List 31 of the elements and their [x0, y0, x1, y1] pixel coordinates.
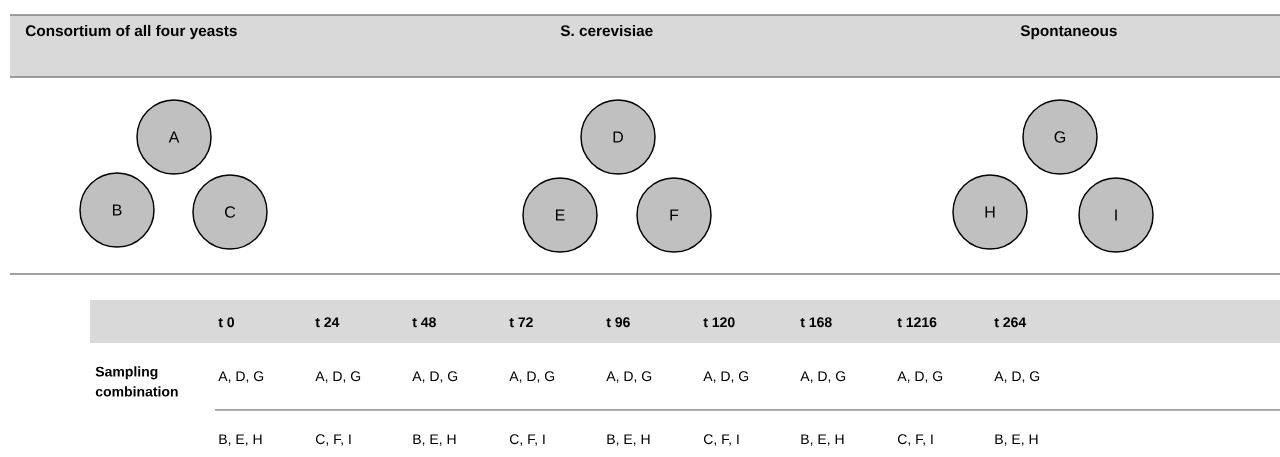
group-heading: S. cerevisiae	[560, 24, 653, 37]
table-cell: C, F, I	[704, 434, 739, 446]
column-heading: t 48	[412, 317, 436, 328]
group-heading: Consortium of all four yeasts	[25, 24, 237, 40]
column-heading: t 96	[606, 317, 630, 328]
table-cell: B, E, H	[995, 434, 1038, 446]
table-cell: C, F, I	[316, 434, 351, 446]
table-cell: A, D, G	[509, 371, 555, 383]
table-cell: A, D, G	[703, 371, 749, 383]
table-cell: A, D, G	[218, 371, 264, 383]
table-cell: A, D, G	[994, 371, 1040, 383]
column-heading: t 24	[315, 317, 340, 328]
column-heading: t 168	[800, 317, 832, 328]
table-cell: B, E, H	[801, 434, 844, 446]
table-cell: B, E, H	[219, 434, 262, 446]
row-heading: Sampling combination	[95, 366, 178, 397]
column-heading: t 264	[994, 317, 1027, 328]
column-heading: t 0	[218, 317, 235, 328]
column-heading: t 120	[703, 317, 735, 328]
table-cell: B, E, H	[607, 434, 650, 446]
table-cell: C, F, I	[898, 434, 933, 446]
table-cell: A, D, G	[412, 371, 458, 383]
table-cell: C, F, I	[510, 434, 545, 446]
table-cell: B, E, H	[413, 434, 456, 446]
table-cell: A, D, G	[897, 371, 943, 383]
table-cell: A, D, G	[800, 371, 846, 383]
group-heading: Spontaneous	[1020, 25, 1117, 40]
table-cell: A, D, G	[315, 371, 361, 383]
column-heading: t 72	[509, 317, 533, 328]
table-cell: A, D, G	[606, 371, 652, 383]
column-heading: t 1216	[897, 317, 937, 328]
